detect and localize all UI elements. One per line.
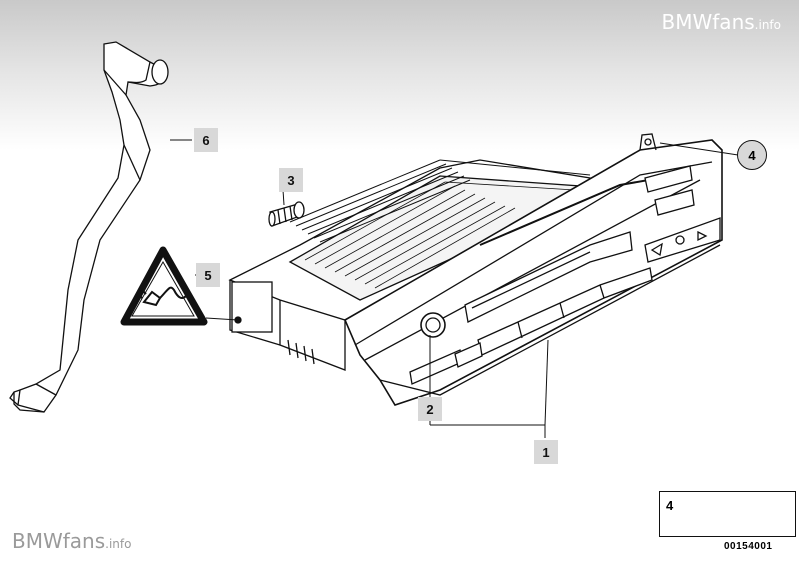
radio-front-panel xyxy=(343,133,723,406)
legend-box: 4 xyxy=(659,491,796,537)
callout-5: 5 xyxy=(196,263,220,287)
radio-housing xyxy=(228,159,601,371)
callout-6: 6 xyxy=(194,128,218,152)
callout-2: 2 xyxy=(418,397,442,421)
knob-part xyxy=(268,201,305,227)
warning-triangle-icon xyxy=(120,246,208,326)
callout-1: 1 xyxy=(534,440,558,464)
callout-3: 3 xyxy=(279,168,303,192)
watermark-bottom: BMWfans.info xyxy=(12,529,132,553)
antenna-cable xyxy=(9,41,169,413)
plug-icon xyxy=(137,286,187,307)
watermark-top: BMWfans.info xyxy=(661,10,781,34)
callout-4: 4 xyxy=(737,140,767,170)
legend-item-number: 4 xyxy=(666,498,674,513)
reference-number: 00154001 xyxy=(724,541,773,552)
